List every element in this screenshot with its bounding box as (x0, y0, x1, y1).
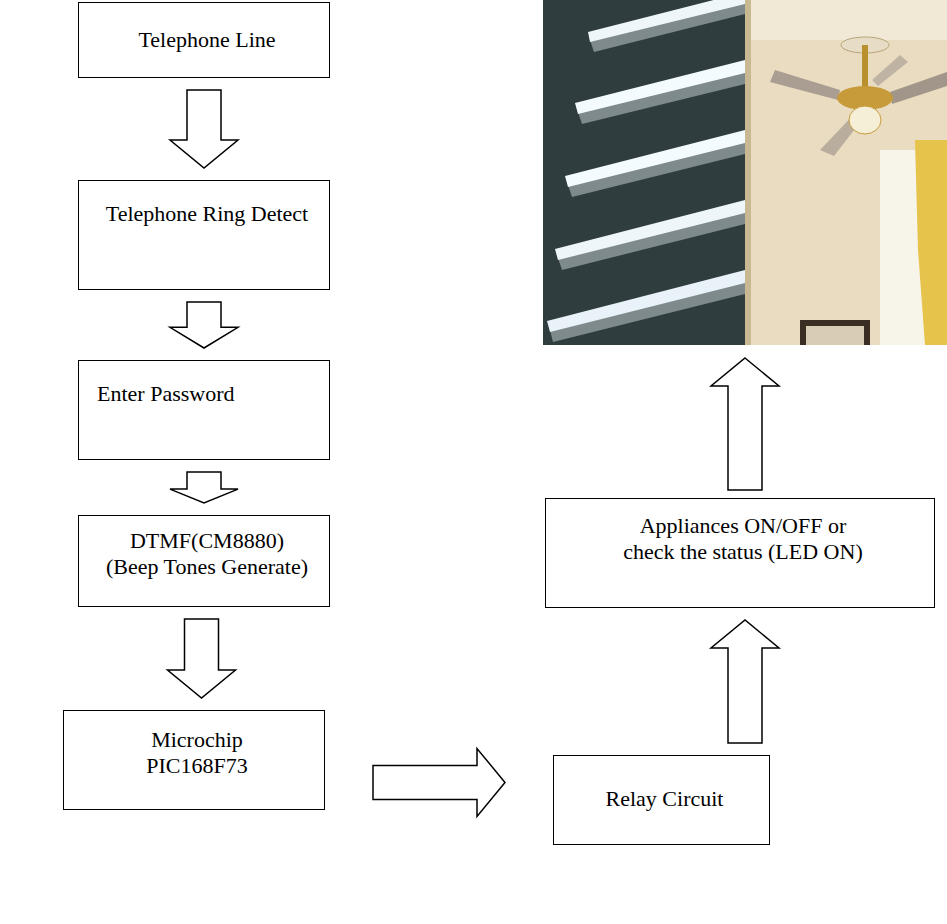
box-label: DTMF(CM8880) (130, 528, 284, 554)
process-box: DTMF(CM8880)(Beep Tones Generate) (78, 515, 330, 607)
box-label: Telephone Line (138, 27, 275, 53)
arrow-shape (711, 620, 779, 743)
block-arrow (170, 90, 238, 168)
process-box: Enter Password (78, 360, 330, 460)
box-label: Relay Circuit (606, 786, 724, 812)
block-arrow (373, 749, 505, 817)
process-box: Appliances ON/OFF or check the status (L… (545, 498, 935, 608)
process-box: Telephone Line (78, 2, 330, 78)
arrow-shape (170, 302, 238, 348)
arrow-shape (373, 749, 505, 817)
arrow-shape (168, 619, 236, 698)
arrow-shape (170, 90, 238, 168)
block-arrow (170, 472, 238, 503)
process-box: Telephone Ring Detect (78, 180, 330, 290)
box-label: Enter Password (97, 381, 234, 407)
box-label: Microchip PIC168F73 (127, 727, 267, 780)
process-box: Microchip PIC168F73 (63, 710, 325, 810)
process-box: Relay Circuit (553, 755, 770, 845)
box-label: Telephone Ring Detect (106, 201, 309, 227)
block-arrow (170, 302, 238, 348)
block-arrow (711, 620, 779, 743)
box-label: (Beep Tones Generate) (106, 554, 308, 580)
box-label: Appliances ON/OFF or check the status (L… (618, 513, 868, 566)
arrow-shape (170, 472, 238, 503)
block-arrow (168, 619, 236, 698)
